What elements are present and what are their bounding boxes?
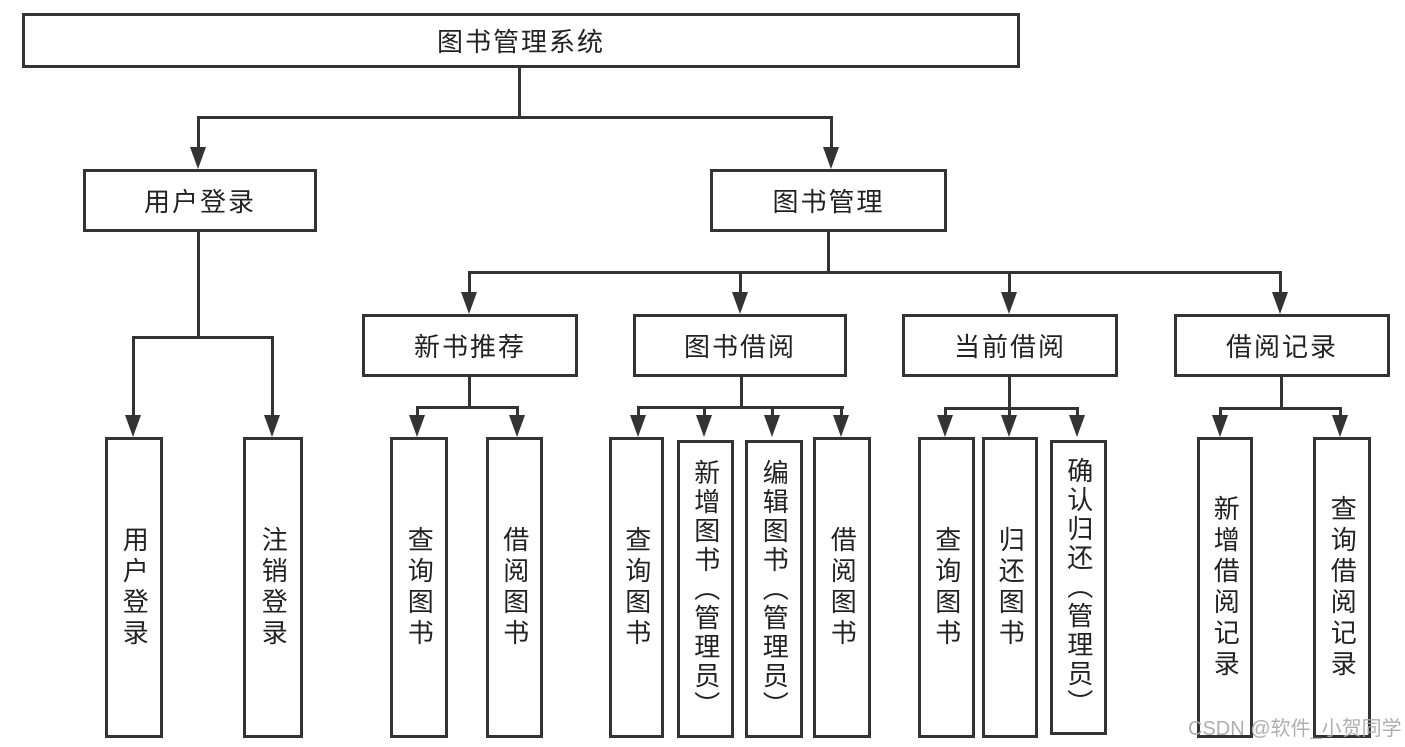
node-label: 图书借阅 xyxy=(683,332,796,362)
connector-line xyxy=(1008,407,1011,416)
connector-line xyxy=(1339,407,1342,416)
connector-line xyxy=(944,407,947,416)
node-book-borrow: 图书借阅 xyxy=(633,314,847,377)
arrow-down-icon xyxy=(190,147,206,169)
arrow-down-icon xyxy=(823,147,839,169)
node-library-system: 图书管理系统 xyxy=(22,13,1020,68)
arrow-down-icon xyxy=(1332,415,1348,437)
connector-line xyxy=(1280,377,1283,409)
leaf-label: 注销登录 xyxy=(258,525,289,650)
connector-line xyxy=(1219,407,1342,410)
leaf-add-book-admin: 新增图书（管理员） xyxy=(677,440,734,738)
connector-line xyxy=(827,232,830,274)
connector-line xyxy=(1008,271,1011,293)
node-label: 新书推荐 xyxy=(413,332,526,362)
arrow-down-icon xyxy=(630,415,646,437)
leaf-label: 新增借阅记录 xyxy=(1210,494,1241,681)
connector-line xyxy=(1008,377,1011,409)
node-current-borrow: 当前借阅 xyxy=(902,314,1118,377)
arrow-down-icon xyxy=(1212,415,1228,437)
connector-line xyxy=(197,116,200,149)
connector-line xyxy=(739,271,742,293)
connector-line xyxy=(637,406,640,416)
arrow-down-icon xyxy=(461,292,477,314)
leaf-query-borrow-record: 查询借阅记录 xyxy=(1313,437,1371,738)
leaf-add-borrow-record: 新增借阅记录 xyxy=(1197,437,1253,738)
connector-line xyxy=(468,271,1282,274)
node-new-book-recommend: 新书推荐 xyxy=(362,314,578,377)
leaf-label: 查询图书 xyxy=(621,525,652,650)
connector-line xyxy=(637,406,844,409)
connector-line xyxy=(703,406,706,416)
connector-line xyxy=(840,406,843,416)
connector-line xyxy=(516,406,519,416)
leaf-label: 新增图书（管理员） xyxy=(690,458,721,720)
connector-line xyxy=(1219,407,1222,416)
arrow-down-icon xyxy=(1001,415,1017,437)
connector-line xyxy=(1279,271,1282,293)
arrow-down-icon xyxy=(125,415,141,437)
connector-line xyxy=(197,232,200,339)
connector-line xyxy=(740,377,743,409)
leaf-query-books-borrow: 查询图书 xyxy=(609,437,664,738)
node-book-management: 图书管理 xyxy=(710,169,947,232)
leaf-label: 查询借阅记录 xyxy=(1327,494,1358,681)
node-label: 用户登录 xyxy=(143,187,256,217)
leaf-label: 借阅图书 xyxy=(499,525,530,650)
node-label: 当前借阅 xyxy=(953,332,1066,362)
csdn-watermark: CSDN @软件_小贺同学 xyxy=(1188,718,1402,740)
connector-line xyxy=(468,377,471,409)
node-user-login: 用户登录 xyxy=(83,169,317,232)
node-label: 借阅记录 xyxy=(1225,332,1338,362)
connector-line xyxy=(271,336,274,416)
arrow-down-icon xyxy=(1272,292,1288,314)
connector-line xyxy=(771,406,774,416)
leaf-label: 用户登录 xyxy=(119,525,150,650)
arrow-down-icon xyxy=(264,415,280,437)
leaf-return-book: 归还图书 xyxy=(982,437,1038,738)
leaf-label: 编辑图书（管理员） xyxy=(759,458,790,720)
arrow-down-icon xyxy=(732,292,748,314)
leaf-query-books-recommend: 查询图书 xyxy=(390,437,448,738)
arrow-down-icon xyxy=(937,415,953,437)
connector-line xyxy=(1076,407,1079,416)
connector-line xyxy=(416,406,419,416)
connector-line xyxy=(944,407,1079,410)
connector-line xyxy=(416,406,519,409)
leaf-confirm-return-admin: 确认归还（管理员） xyxy=(1050,440,1107,735)
leaf-edit-book-admin: 编辑图书（管理员） xyxy=(745,440,803,738)
arrow-down-icon xyxy=(1069,415,1085,437)
connector-line xyxy=(132,336,274,339)
arrow-down-icon xyxy=(764,415,780,437)
arrow-down-icon xyxy=(1001,292,1017,314)
node-label: 图书管理 xyxy=(772,187,885,217)
leaf-logout: 注销登录 xyxy=(243,437,303,738)
leaf-label: 归还图书 xyxy=(995,525,1026,650)
arrow-down-icon xyxy=(833,415,849,437)
connector-line xyxy=(468,271,471,293)
leaf-label: 借阅图书 xyxy=(827,525,858,650)
leaf-user-login: 用户登录 xyxy=(105,437,163,738)
node-borrow-records: 借阅记录 xyxy=(1174,314,1390,377)
connector-line xyxy=(830,116,833,149)
connector-line xyxy=(132,336,135,416)
arrow-down-icon xyxy=(509,415,525,437)
leaf-query-books-current: 查询图书 xyxy=(918,437,975,738)
leaf-borrow-books: 借阅图书 xyxy=(813,437,871,738)
node-label: 图书管理系统 xyxy=(436,27,605,57)
leaf-label: 查询图书 xyxy=(931,525,962,650)
connector-line xyxy=(518,68,521,119)
leaf-label: 确认归还（管理员） xyxy=(1063,457,1094,718)
arrow-down-icon xyxy=(409,415,425,437)
connector-line xyxy=(197,116,833,119)
leaf-label: 查询图书 xyxy=(404,525,435,650)
leaf-borrow-books-recommend: 借阅图书 xyxy=(486,437,543,738)
arrow-down-icon xyxy=(696,415,712,437)
